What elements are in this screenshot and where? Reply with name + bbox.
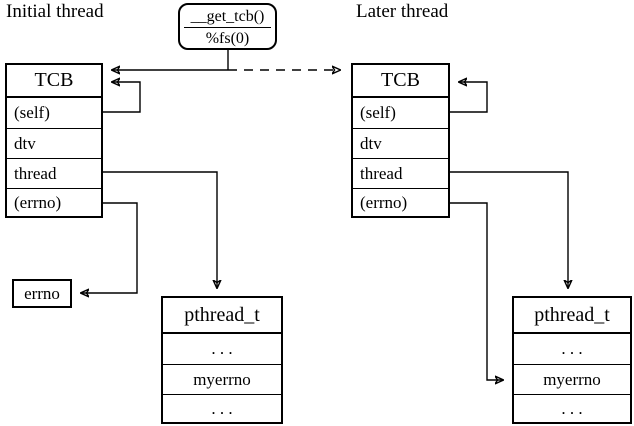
tcb-right-thread-to-pthread-wire: [450, 171, 568, 288]
pthread-right-header: pthread_t: [514, 298, 630, 333]
pthread-right-row-ellipsis-bottom: . . .: [514, 394, 630, 422]
tcb-left-row-self: (self): [7, 97, 101, 128]
pthread-left-row-ellipsis-bottom: . . .: [163, 394, 281, 422]
tcb-left-row-dtv: dtv: [7, 128, 101, 158]
later-thread-title: Later thread: [356, 1, 449, 22]
tcb-left-thread-to-pthread-wire: [103, 171, 217, 288]
pthread-right-struct: pthread_t . . . myerrno . . .: [512, 296, 632, 424]
tcb-left-row-thread: thread: [7, 158, 101, 188]
tcb-left-struct: TCB (self) dtv thread (errno): [5, 63, 103, 218]
tcb-right-row-errno: (errno): [353, 188, 448, 216]
pthread-left-header: pthread_t: [163, 298, 281, 333]
tcb-right-self-pointer-wire: [450, 82, 488, 113]
initial-thread-title: Initial thread: [6, 1, 104, 22]
tcb-right-row-dtv: dtv: [353, 128, 448, 158]
pthread-left-row-ellipsis-top: . . .: [163, 333, 281, 364]
get-tcb-function-label: __get_tcb(): [184, 6, 271, 28]
tcb-right-errno-to-myerrno-wire: [450, 202, 503, 380]
pthread-right-row-myerrno: myerrno: [514, 364, 630, 394]
tcb-left-row-errno: (errno): [7, 188, 101, 216]
pthread-left-row-myerrno: myerrno: [163, 364, 281, 394]
tcb-left-self-pointer-wire: [103, 82, 141, 113]
errno-global-box: errno: [12, 279, 72, 308]
tcb-right-header: TCB: [353, 65, 448, 97]
get-tcb-accessor-box: __get_tcb() %fs(0): [178, 3, 277, 50]
tcb-right-row-self: (self): [353, 97, 448, 128]
tcb-left-header: TCB: [7, 65, 101, 97]
tcb-right-row-thread: thread: [353, 158, 448, 188]
pthread-right-row-ellipsis-top: . . .: [514, 333, 630, 364]
fs-register-label: %fs(0): [205, 30, 250, 47]
tcb-right-struct: TCB (self) dtv thread (errno): [351, 63, 450, 218]
pthread-left-struct: pthread_t . . . myerrno . . .: [161, 296, 283, 424]
